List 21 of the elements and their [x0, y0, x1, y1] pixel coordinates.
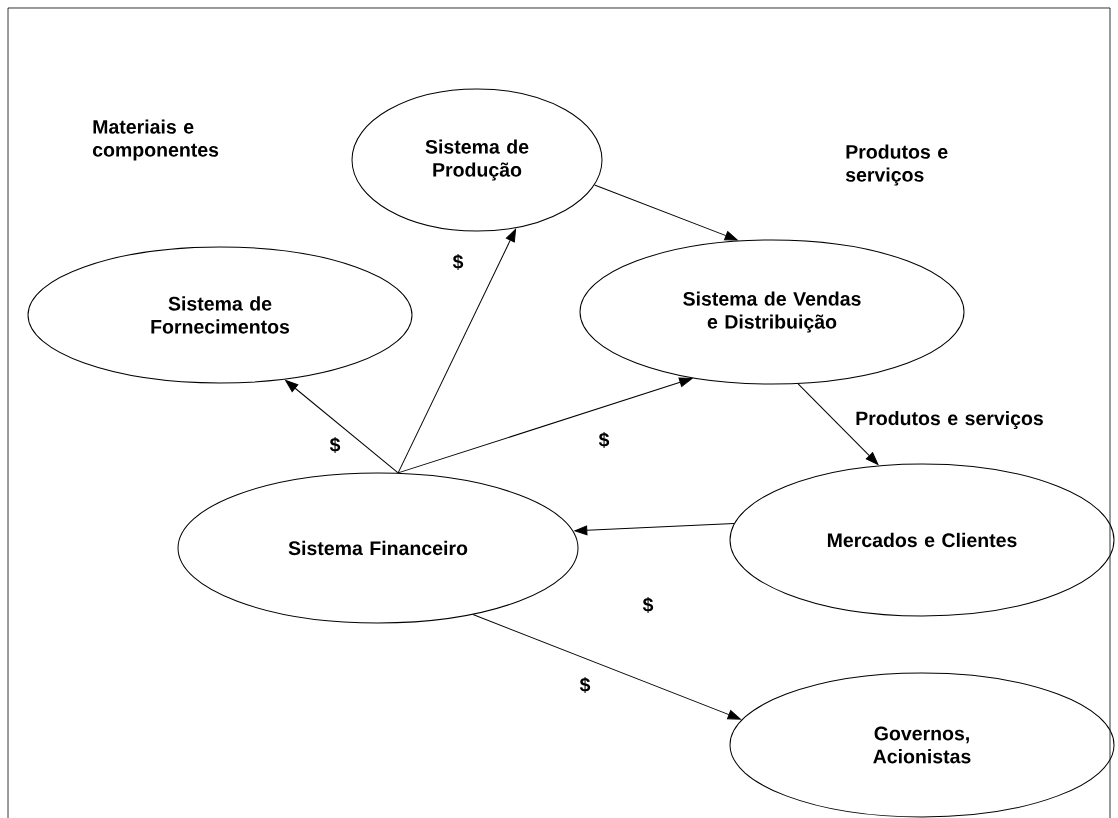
ellipse-node: Sistema de Vendas e Distribuição [579, 239, 965, 385]
edge-label: $ [578, 676, 592, 694]
ellipse-node: Governos, Acionistas [729, 672, 1115, 818]
edge-label: $ [328, 436, 342, 454]
ellipse-node: Sistema de Fornecimentos [27, 246, 413, 384]
arrow [397, 228, 517, 474]
arrow [285, 379, 399, 474]
edge-label: $ [451, 253, 465, 271]
ellipse-node: Mercados e Clientes [729, 463, 1115, 617]
arrow [797, 383, 879, 465]
edge-label: $ [597, 431, 611, 449]
ellipse-node: Sistema de Produção [351, 88, 603, 232]
edge-label: $ [641, 596, 655, 614]
arrow [594, 184, 738, 241]
flow-label: Produtos e serviços [845, 144, 948, 186]
flow-label: Materiais e componentes [93, 119, 219, 161]
ellipse-node: Sistema Financeiro [177, 472, 579, 624]
arrow [397, 377, 693, 474]
arrow [472, 614, 741, 720]
arrow [574, 523, 735, 536]
flow-label: Produtos e serviços [856, 410, 1043, 430]
